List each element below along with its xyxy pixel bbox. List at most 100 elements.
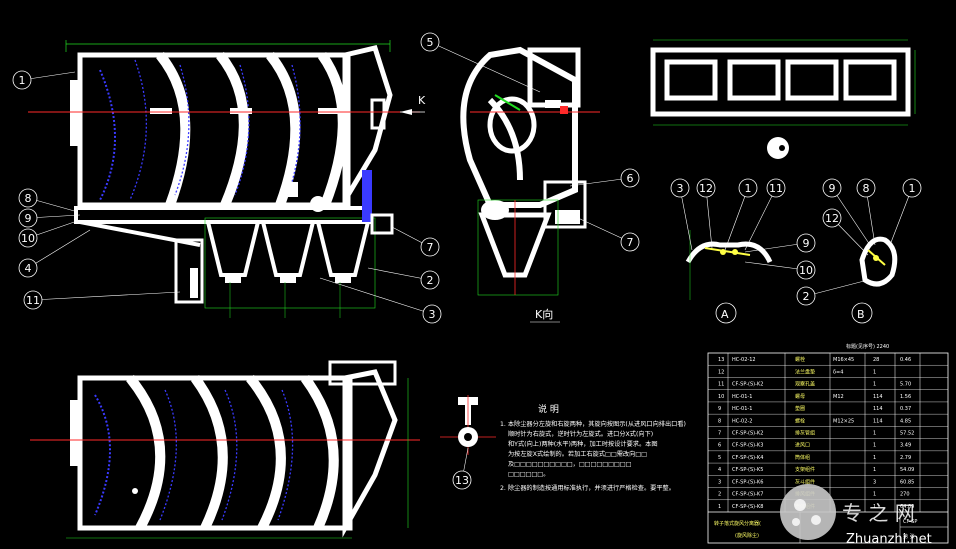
callout-number: 9 (803, 237, 810, 250)
callout-number: 2 (427, 274, 434, 287)
drawing-code: CF-SP (903, 519, 917, 525)
table-cell-code: CF-SP-(S)-K2 (732, 431, 763, 437)
table-cell-qty: 1 (873, 467, 876, 473)
callout-balloon (620, 168, 640, 188)
table-cell-code: CF-SP-(S)-K3 (732, 443, 763, 449)
callout-leader (679, 187, 693, 251)
callout-leader (367, 267, 431, 281)
notes-heading: 说 明 (538, 403, 559, 415)
callout-balloon (766, 178, 786, 198)
table-cell-name: 支架组件 (795, 466, 815, 473)
callout-balloon (420, 270, 440, 290)
callout-number: 11 (26, 294, 40, 307)
callout-number: 8 (863, 182, 870, 195)
table-cell-qty: 1 (873, 369, 876, 375)
table-cell-wt: 2.79 (900, 455, 911, 461)
sheet-label: 第 张 (903, 533, 915, 540)
table-cell-no: 2 (718, 492, 721, 498)
table-cell-qty: 3 (873, 479, 876, 485)
callout-balloon (670, 178, 690, 198)
table-cell-no: 13 (718, 357, 724, 363)
callout-number: 1 (909, 182, 916, 195)
table-cell-name: 螺栓 (795, 356, 805, 363)
table-cell-code: CF-SP-(S)-K2 (732, 382, 763, 388)
callout-leader (27, 229, 91, 269)
callout-leader (577, 217, 631, 243)
note-line-7: 2. 除尘器的制造按通用标准执行，并须进行严格检查。要平整。 (500, 484, 675, 492)
callout-leader (865, 187, 876, 246)
note-line-5: 及□□□□□□□□□□，□□□□□□□□□ (508, 461, 632, 468)
table-cell-wt: 0.37 (900, 406, 911, 412)
callout-balloon (822, 178, 842, 198)
callout-balloon (856, 178, 876, 198)
table-cell-code: CF-SP-(S)-K7 (732, 492, 763, 498)
table-cell-spec: M12×25 (833, 418, 854, 424)
callout-number: 11 (769, 182, 783, 195)
table-cell-qty: 114 (873, 418, 883, 424)
callout-leader (744, 187, 777, 251)
note-line-6: □□□□□□。 (508, 471, 549, 478)
detail-b: B (851, 236, 898, 324)
table-cell-code: HC-01-1 (732, 406, 752, 412)
note-line-1: 1. 本除尘器分左旋和右旋两种，其旋向按图示(从进风口向排出口看) (500, 420, 686, 428)
table-cell-wt: 1.56 (900, 394, 911, 400)
table-cell-qty: 1 (873, 382, 876, 388)
table-cell-qty: 1 (873, 455, 876, 461)
table-cell-spec: M16×45 (833, 357, 854, 363)
note-line-3: 和Y式(向上)两种(水平)两种，加工时按设计要求。本图 (508, 440, 658, 448)
table-cell-no: 3 (718, 479, 721, 485)
callout-leader (724, 187, 749, 251)
callout-number: 1 (19, 74, 26, 87)
callout-balloon (796, 233, 816, 253)
part-13-detail (440, 395, 496, 455)
table-cell-qty: 1 (873, 443, 876, 449)
table-cell-name: 螺栓 (795, 417, 805, 424)
table-cell-name: 观察孔盖 (795, 381, 815, 388)
callout-leader (744, 261, 807, 271)
notes-block: 说 明 1. 本除尘器分左旋和右旋两种，其旋向按图示(从进风口向排出口看) 顺时… (500, 403, 686, 492)
table-cell-wt: 60.85 (900, 479, 914, 485)
table-cell-qty: 114 (873, 394, 883, 400)
detail-a: A (685, 230, 773, 324)
k-arrow-label: K (418, 94, 426, 107)
watermark-site: Zhuanzhi.net (846, 532, 932, 547)
note-line-4: 为按左旋X式绘制的。若加工右旋式□□需改向□□ (508, 450, 647, 458)
callout-leader (831, 187, 871, 246)
callout-balloon (422, 304, 442, 324)
callout-leader (805, 279, 869, 297)
table-cell-qty: 28 (873, 357, 879, 363)
table-cell-name: 法兰盘垫 (795, 368, 815, 375)
callout-number: 9 (25, 212, 32, 225)
callout-number: 9 (829, 182, 836, 195)
table-cell-spec: δ=4 (833, 369, 843, 375)
table-cell-name: 螺母 (795, 393, 805, 400)
callout-leader (705, 187, 713, 249)
table-cell-name: 筒体组 (795, 454, 810, 461)
callout-number: 10 (21, 232, 35, 245)
table-cell-wt: 57.52 (900, 431, 914, 437)
callout-number: 7 (627, 236, 634, 249)
table-cell-wt: 54.09 (900, 467, 914, 473)
callout-balloon (902, 178, 922, 198)
callout-number: 1 (745, 182, 752, 195)
table-cell-name: 排灰管组 (795, 430, 815, 437)
drawing-title-line1: 转子落式旋风分离器( (714, 520, 761, 527)
callout-number: 8 (25, 192, 32, 205)
table-cell-wt: 0.46 (900, 357, 911, 363)
table-header-note: 标题(见序号) 2240 (846, 343, 889, 350)
callout-leader (429, 41, 541, 93)
callout-balloon (738, 178, 758, 198)
table-cell-no: 10 (718, 394, 724, 400)
callout-leader (569, 177, 631, 187)
table-cell-qty: 1 (873, 492, 876, 498)
callout-leader (744, 242, 807, 253)
table-cell-qty: 1 (873, 504, 876, 510)
callout-balloon (23, 290, 43, 310)
table-cell-no: 12 (718, 369, 724, 375)
watermark-cn: 专 之 网 (842, 501, 915, 525)
callout-number: 12 (699, 182, 713, 195)
table-cell-no: 6 (718, 443, 721, 449)
table-cell-no: 4 (718, 467, 721, 473)
